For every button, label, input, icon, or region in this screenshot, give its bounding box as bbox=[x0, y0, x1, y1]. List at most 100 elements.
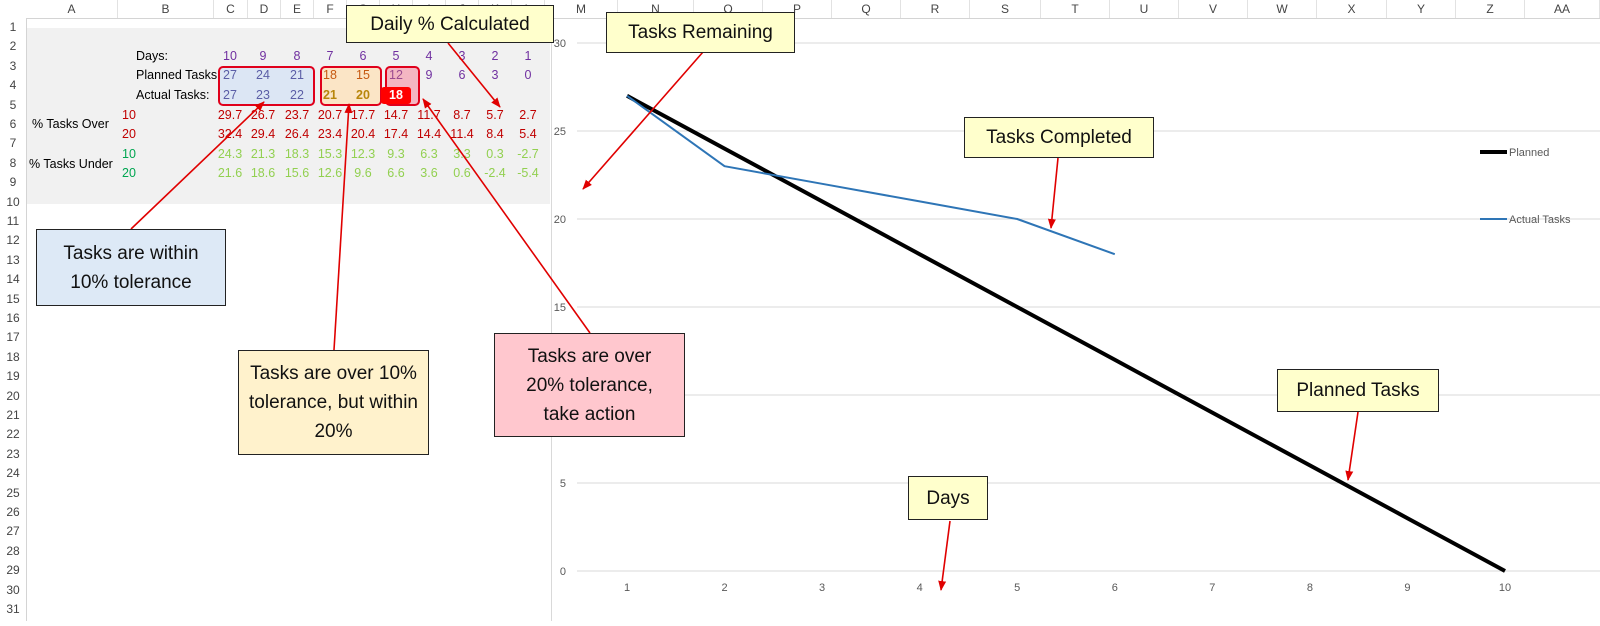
under-10-cell[interactable]: 0.3 bbox=[486, 147, 504, 161]
row-header-30[interactable]: 30 bbox=[6, 582, 20, 597]
column-header-a[interactable]: A bbox=[26, 0, 118, 18]
row-header-4[interactable]: 4 bbox=[9, 78, 17, 93]
days-cell[interactable]: 10 bbox=[223, 49, 237, 63]
column-header-t[interactable]: T bbox=[1041, 0, 1110, 18]
column-header-q[interactable]: Q bbox=[832, 0, 901, 18]
row-header-29[interactable]: 29 bbox=[6, 563, 20, 578]
over-20-cell[interactable]: 23.4 bbox=[317, 127, 343, 141]
row-header-1[interactable]: 1 bbox=[9, 20, 17, 34]
row-header-8[interactable]: 8 bbox=[9, 155, 17, 170]
column-header-e[interactable]: E bbox=[281, 0, 314, 18]
under-10-cell[interactable]: -2.7 bbox=[517, 147, 539, 161]
row-header-11[interactable]: 11 bbox=[6, 214, 20, 228]
column-header-v[interactable]: V bbox=[1179, 0, 1248, 18]
under-20-cell[interactable]: 18.6 bbox=[250, 166, 276, 180]
column-header-c[interactable]: C bbox=[214, 0, 248, 18]
actual-cell[interactable]: 20 bbox=[356, 88, 370, 102]
over-10-cell[interactable]: 14.7 bbox=[383, 108, 409, 122]
row-header-25[interactable]: 25 bbox=[6, 485, 20, 500]
under-20-cell[interactable]: 9.6 bbox=[354, 166, 372, 180]
under-20-cell[interactable]: 0.6 bbox=[453, 166, 471, 180]
column-header-o[interactable]: O bbox=[694, 0, 763, 18]
over-20-cell[interactable]: 8.4 bbox=[486, 127, 504, 141]
over-10-cell[interactable]: 26.7 bbox=[250, 108, 276, 122]
row-header-27[interactable]: 27 bbox=[6, 524, 20, 539]
column-header-b[interactable]: B bbox=[118, 0, 214, 18]
under-20-cell[interactable]: -5.4 bbox=[517, 166, 539, 180]
under-20-cell[interactable]: -2.4 bbox=[484, 166, 506, 180]
days-cell[interactable]: 2 bbox=[491, 49, 499, 63]
days-cell[interactable]: 4 bbox=[425, 49, 433, 63]
under-10-cell[interactable]: 12.3 bbox=[350, 147, 376, 161]
row-header-18[interactable]: 18 bbox=[6, 349, 20, 364]
actual-cell[interactable]: 23 bbox=[256, 88, 270, 102]
row-header-15[interactable]: 15 bbox=[6, 291, 20, 306]
row-header-24[interactable]: 24 bbox=[6, 466, 20, 481]
actual-cell[interactable]: 21 bbox=[323, 88, 337, 102]
days-cell[interactable]: 9 bbox=[259, 49, 267, 63]
row-header-10[interactable]: 10 bbox=[6, 194, 20, 209]
planned-cell[interactable]: 12 bbox=[389, 68, 403, 82]
planned-cell[interactable]: 24 bbox=[256, 68, 270, 82]
planned-cell[interactable]: 18 bbox=[323, 68, 337, 82]
column-header-p[interactable]: P bbox=[763, 0, 832, 18]
over-20-cell[interactable]: 20.4 bbox=[350, 127, 376, 141]
planned-cell[interactable]: 27 bbox=[223, 68, 237, 82]
row-header-13[interactable]: 13 bbox=[6, 252, 20, 267]
row-header-2[interactable]: 2 bbox=[9, 39, 17, 54]
under-10-cell[interactable]: 9.3 bbox=[387, 147, 405, 161]
over-10-cell[interactable]: 17.7 bbox=[350, 108, 376, 122]
under-20-cell[interactable]: 21.6 bbox=[217, 166, 243, 180]
row-header-19[interactable]: 19 bbox=[6, 369, 20, 384]
row-header-22[interactable]: 22 bbox=[6, 427, 20, 442]
days-cell[interactable]: 3 bbox=[458, 49, 466, 63]
over-10-cell[interactable]: 23.7 bbox=[284, 108, 310, 122]
over-10-cell[interactable]: 5.7 bbox=[486, 108, 504, 122]
under-20-cell[interactable]: 12.6 bbox=[317, 166, 343, 180]
row-header-16[interactable]: 16 bbox=[6, 311, 20, 325]
row-header-21[interactable]: 21 bbox=[6, 408, 20, 422]
row-header-28[interactable]: 28 bbox=[6, 543, 20, 558]
over-10-cell[interactable]: 11.7 bbox=[417, 108, 441, 122]
over-10-cell[interactable]: 8.7 bbox=[453, 108, 471, 122]
row-header-20[interactable]: 20 bbox=[6, 388, 20, 403]
days-cell[interactable]: 8 bbox=[293, 49, 301, 63]
column-header-u[interactable]: U bbox=[1110, 0, 1179, 18]
column-header-s[interactable]: S bbox=[970, 0, 1041, 18]
days-cell[interactable]: 1 bbox=[524, 49, 532, 63]
column-header-y[interactable]: Y bbox=[1387, 0, 1456, 18]
column-header-x[interactable]: X bbox=[1317, 0, 1387, 18]
under-10-cell[interactable]: 18.3 bbox=[284, 147, 310, 161]
row-header-5[interactable]: 5 bbox=[9, 97, 17, 112]
planned-cell[interactable]: 9 bbox=[425, 68, 433, 82]
planned-cell[interactable]: 6 bbox=[458, 68, 466, 82]
row-header-31[interactable]: 31 bbox=[6, 602, 20, 616]
over-20-cell[interactable]: 11.4 bbox=[450, 127, 474, 141]
under-10-cell[interactable]: 24.3 bbox=[217, 147, 243, 161]
column-header-w[interactable]: W bbox=[1248, 0, 1317, 18]
over-10-cell[interactable]: 20.7 bbox=[317, 108, 343, 122]
row-header-26[interactable]: 26 bbox=[6, 505, 20, 519]
planned-cell[interactable]: 15 bbox=[356, 68, 370, 82]
column-header-z[interactable]: Z bbox=[1456, 0, 1525, 18]
days-cell[interactable]: 6 bbox=[359, 49, 367, 63]
row-header-7[interactable]: 7 bbox=[9, 136, 17, 151]
row-header-12[interactable]: 12 bbox=[6, 233, 20, 248]
days-cell[interactable]: 7 bbox=[326, 49, 334, 63]
column-header-n[interactable]: N bbox=[618, 0, 694, 18]
row-header-14[interactable]: 14 bbox=[6, 272, 20, 287]
over-20-cell[interactable]: 14.4 bbox=[416, 127, 442, 141]
row-header-9[interactable]: 9 bbox=[9, 175, 17, 190]
under-20-cell[interactable]: 6.6 bbox=[387, 166, 405, 180]
over-20-cell[interactable]: 26.4 bbox=[284, 127, 310, 141]
days-cell[interactable]: 5 bbox=[392, 49, 400, 63]
column-header-m[interactable]: M bbox=[545, 0, 618, 18]
actual-cell[interactable]: 27 bbox=[223, 88, 237, 102]
over-10-cell[interactable]: 29.7 bbox=[217, 108, 243, 122]
over-20-cell[interactable]: 17.4 bbox=[383, 127, 409, 141]
over-20-cell[interactable]: 5.4 bbox=[519, 127, 537, 141]
planned-cell[interactable]: 3 bbox=[491, 68, 499, 82]
row-header-17[interactable]: 17 bbox=[6, 330, 20, 345]
planned-cell[interactable]: 21 bbox=[290, 68, 304, 82]
under-20-cell[interactable]: 3.6 bbox=[420, 166, 438, 180]
